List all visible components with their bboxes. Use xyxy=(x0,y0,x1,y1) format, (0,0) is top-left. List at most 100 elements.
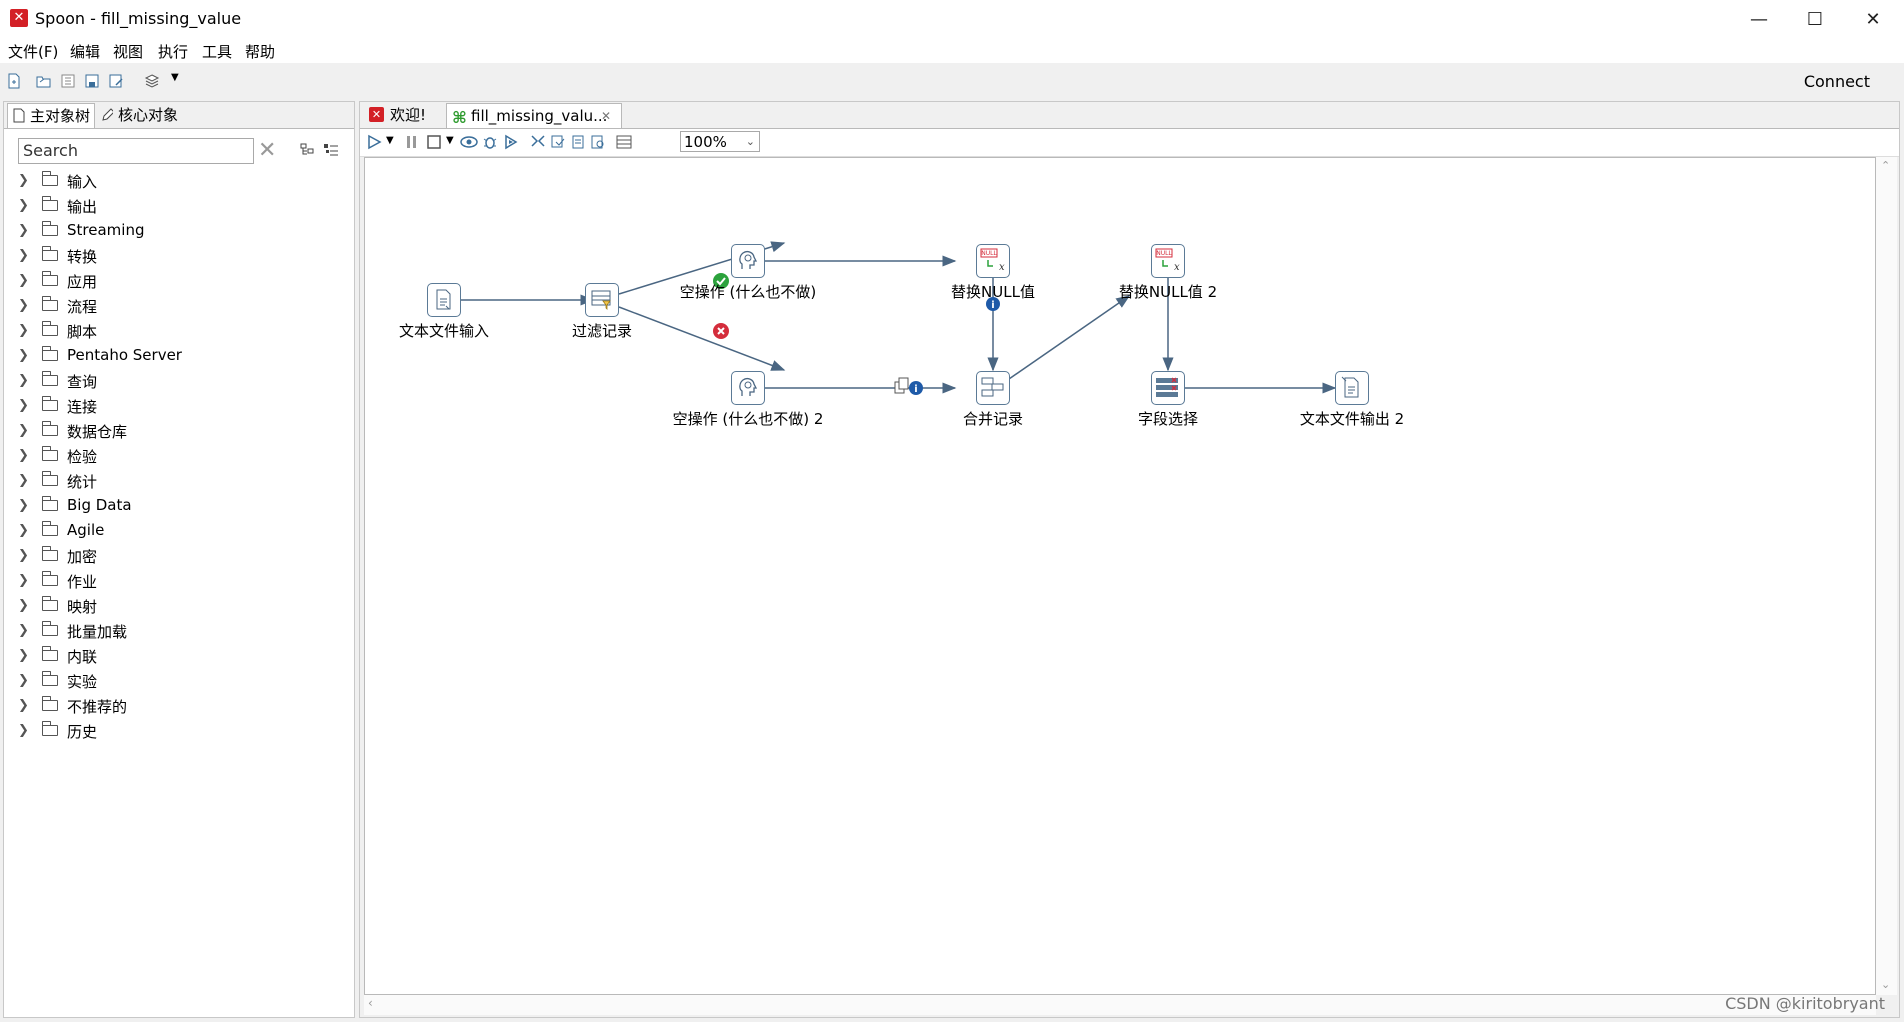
chevron-right-icon[interactable]: ❯ xyxy=(18,698,29,713)
tree-item-big-data[interactable]: ❯Big Data xyxy=(4,494,344,519)
dummy-step-2[interactable] xyxy=(731,371,765,405)
tree-item-cryptography[interactable]: ❯加密 xyxy=(4,544,344,569)
tree-item-deprecated[interactable]: ❯不推荐的 xyxy=(4,694,344,719)
maximize-button[interactable]: ☐ xyxy=(1806,8,1824,30)
explore-db-icon[interactable] xyxy=(590,134,606,150)
tab-welcome[interactable]: ✕ 欢迎! xyxy=(364,103,444,128)
tree-item-experimental[interactable]: ❯实验 xyxy=(4,669,344,694)
tree-item-bulk-loading[interactable]: ❯批量加载 xyxy=(4,619,344,644)
tree-item-joins[interactable]: ❯连接 xyxy=(4,394,344,419)
explore-repository-icon[interactable] xyxy=(60,73,76,89)
chevron-right-icon[interactable]: ❯ xyxy=(18,523,29,538)
filter-rows-step[interactable] xyxy=(585,283,619,317)
tree-item-flow[interactable]: ❯流程 xyxy=(4,294,344,319)
pause-icon[interactable] xyxy=(404,134,420,150)
chevron-right-icon[interactable]: ❯ xyxy=(18,498,29,513)
chevron-right-icon[interactable]: ❯ xyxy=(18,598,29,613)
menu-edit[interactable]: 编辑 xyxy=(70,43,101,61)
chevron-right-icon[interactable]: ❯ xyxy=(18,448,29,463)
chevron-right-icon[interactable]: ❯ xyxy=(18,373,29,388)
menu-tools[interactable]: 工具 xyxy=(202,43,233,61)
scroll-up-icon[interactable]: ⌃ xyxy=(1881,159,1891,172)
menu-file[interactable]: 文件(F) xyxy=(8,43,59,61)
menu-view[interactable]: 视图 xyxy=(113,43,144,61)
close-button[interactable]: ✕ xyxy=(1865,8,1881,30)
tree-item-job[interactable]: ❯作业 xyxy=(4,569,344,594)
expand-all-icon[interactable] xyxy=(300,142,316,158)
tree-item-data-warehouse[interactable]: ❯数据仓库 xyxy=(4,419,344,444)
text-file-input-step[interactable] xyxy=(427,283,461,317)
debug-icon[interactable] xyxy=(482,134,498,150)
vertical-scrollbar[interactable]: ⌃ ⌄ xyxy=(1876,157,1897,995)
chevron-right-icon[interactable]: ❯ xyxy=(18,348,29,363)
tree-item-utility[interactable]: ❯应用 xyxy=(4,269,344,294)
chevron-right-icon[interactable]: ❯ xyxy=(18,298,29,313)
tree-item-streaming[interactable]: ❯Streaming xyxy=(4,219,344,244)
stop-icon[interactable] xyxy=(426,134,442,150)
save-as-icon[interactable] xyxy=(108,73,124,89)
scroll-down-icon[interactable]: ⌄ xyxy=(1881,978,1891,991)
scroll-left-icon[interactable]: ‹ xyxy=(368,996,373,1010)
chevron-right-icon[interactable]: ❯ xyxy=(18,473,29,488)
tab-fill-missing-value[interactable]: ⌘ fill_missing_valu... ✕ xyxy=(446,103,622,128)
tree-item-transform[interactable]: ❯转换 xyxy=(4,244,344,269)
hop-filter-dummy2[interactable] xyxy=(618,306,786,371)
select-values-step[interactable] xyxy=(1151,371,1185,405)
chevron-right-icon[interactable]: ❯ xyxy=(18,323,29,338)
chevron-right-icon[interactable]: ❯ xyxy=(18,623,29,638)
run-icon[interactable] xyxy=(366,134,382,150)
open-file-icon[interactable] xyxy=(36,73,52,89)
chevron-right-icon[interactable]: ❯ xyxy=(18,673,29,688)
tree-item-pentaho-server[interactable]: ❯Pentaho Server xyxy=(4,344,344,369)
chevron-right-icon[interactable]: ❯ xyxy=(18,248,29,263)
save-icon[interactable] xyxy=(84,73,100,89)
connect-button[interactable]: Connect xyxy=(1803,72,1870,91)
chevron-right-icon[interactable]: ❯ xyxy=(18,198,29,213)
impact-icon[interactable] xyxy=(550,134,566,150)
layers-icon[interactable] xyxy=(144,73,160,89)
tab-core-objects[interactable]: 核心对象 xyxy=(96,103,192,128)
show-results-icon[interactable] xyxy=(616,134,632,150)
chevron-right-icon[interactable]: ❯ xyxy=(18,723,29,738)
preview-icon[interactable] xyxy=(460,134,478,150)
layers-dropdown-icon[interactable]: ▼ xyxy=(171,72,179,83)
tab-main-tree[interactable]: 主对象树 xyxy=(7,103,95,128)
transformation-canvas[interactable]: i i 文本文件输入 过滤记录 空操作 (什么也不做) 空操作 (什么也不做) … xyxy=(364,157,1876,995)
collapse-all-icon[interactable] xyxy=(323,142,339,158)
tree-item-statistics[interactable]: ❯统计 xyxy=(4,469,344,494)
replay-icon[interactable] xyxy=(503,134,519,150)
tree-item-scripting[interactable]: ❯脚本 xyxy=(4,319,344,344)
tree-item-input[interactable]: ❯输入 xyxy=(4,169,344,194)
verify-icon[interactable] xyxy=(530,134,546,150)
horizontal-scrollbar[interactable]: ‹ xyxy=(364,995,1876,1015)
chevron-right-icon[interactable]: ❯ xyxy=(18,648,29,663)
menu-help[interactable]: 帮助 xyxy=(245,43,276,61)
tree-item-agile[interactable]: ❯Agile xyxy=(4,519,344,544)
menu-run[interactable]: 执行 xyxy=(158,43,189,61)
chevron-right-icon[interactable]: ❯ xyxy=(18,273,29,288)
chevron-right-icon[interactable]: ❯ xyxy=(18,173,29,188)
close-tab-icon[interactable]: ✕ xyxy=(600,109,611,123)
chevron-right-icon[interactable]: ❯ xyxy=(18,398,29,413)
text-file-output-step[interactable] xyxy=(1335,371,1369,405)
hop-merge-replace2[interactable] xyxy=(1008,295,1131,380)
minimize-button[interactable]: — xyxy=(1750,8,1768,30)
stop-dropdown-icon[interactable]: ▼ xyxy=(446,135,454,146)
chevron-right-icon[interactable]: ❯ xyxy=(18,548,29,563)
zoom-select[interactable]: 100% ⌄ xyxy=(680,131,760,152)
clear-search-icon[interactable]: ✕ xyxy=(258,138,277,163)
tree-item-inline[interactable]: ❯内联 xyxy=(4,644,344,669)
run-dropdown-icon[interactable]: ▼ xyxy=(386,135,394,146)
sql-icon[interactable] xyxy=(570,134,586,150)
search-input[interactable]: Search xyxy=(18,138,254,164)
tree-item-output[interactable]: ❯输出 xyxy=(4,194,344,219)
dummy-step-1[interactable] xyxy=(731,244,765,278)
tree-item-lookup[interactable]: ❯查询 xyxy=(4,369,344,394)
tree-item-history[interactable]: ❯历史 xyxy=(4,719,344,744)
chevron-right-icon[interactable]: ❯ xyxy=(18,573,29,588)
chevron-right-icon[interactable]: ❯ xyxy=(18,223,29,238)
tree-item-mapping[interactable]: ❯映射 xyxy=(4,594,344,619)
tree-item-validation[interactable]: ❯检验 xyxy=(4,444,344,469)
chevron-right-icon[interactable]: ❯ xyxy=(18,423,29,438)
